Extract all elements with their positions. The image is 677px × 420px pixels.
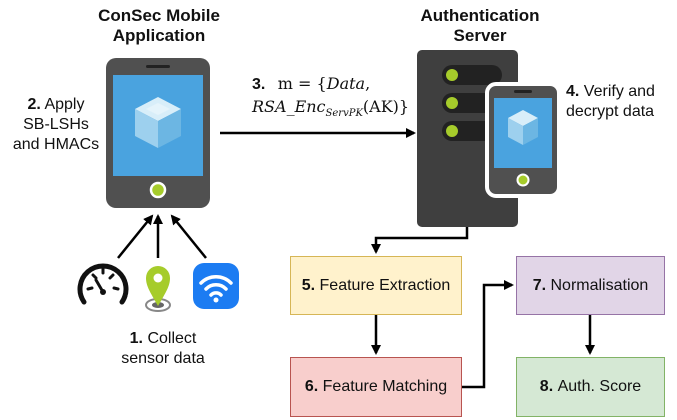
feature-matching-box: 6. Feature Matching (290, 357, 462, 417)
step-4-number: 4. (566, 83, 580, 100)
auth-score-number: 8. (539, 378, 554, 395)
cube-icon (135, 97, 181, 148)
arrow-to-normalisation (462, 280, 514, 389)
normalisation-box: 7. Normalisation (516, 256, 665, 315)
server-phone-icon (485, 82, 561, 198)
step-4-text2: decrypt data (566, 103, 655, 120)
normalisation-label: Normalisation (550, 276, 649, 294)
feature-matching-number: 6. (304, 378, 319, 395)
step-3-math-var: Data (326, 74, 366, 93)
step-2-text2: SB-LSHs (23, 116, 89, 133)
step-4-label: 4. Verify and decrypt data (566, 82, 674, 122)
server-title: Authentication Server (395, 6, 565, 46)
app-title: ConSec Mobile Application (78, 6, 240, 46)
step-3-math-comma: , (365, 74, 371, 93)
step-1-label: 1. Collect sensor data (108, 329, 218, 369)
step-4-text1: Verify and (583, 83, 655, 100)
location-pin-icon (145, 266, 171, 312)
speedometer-icon (77, 263, 129, 305)
app-title-line1: ConSec Mobile (98, 6, 220, 25)
normalisation-number: 7. (532, 276, 547, 294)
step-3-math-prefix: m = { (277, 74, 327, 93)
step-2-text1: Apply (44, 96, 85, 113)
auth-score-label: Auth. Score (557, 378, 642, 395)
step-3-number: 3. (252, 76, 266, 93)
wifi-icon (193, 263, 239, 309)
arrow-to-feature-extraction (371, 227, 469, 254)
step-2-text3: and HMACs (12, 136, 100, 153)
arrow-wifi (170, 214, 207, 259)
feature-extraction-number: 5. (301, 276, 316, 294)
step-3-label: 3. m = {Data, RSA_EncServPK(AK)} (252, 74, 432, 124)
step-1-number: 1. (129, 330, 143, 347)
server-title-line1: Authentication (420, 6, 540, 25)
step-1-text1: Collect (147, 330, 197, 347)
mobile-phone-icon (106, 58, 210, 208)
step-1-text2: sensor data (121, 350, 205, 367)
server-title-line2: Server (453, 26, 507, 45)
step-3-math-function: RSA_Enc (252, 97, 326, 116)
step-3-math-subscript: ServPK (325, 108, 363, 120)
app-title-line2: Application (112, 26, 206, 45)
feature-extraction-label: Feature Extraction (319, 276, 451, 294)
feature-extraction-box: 5. Feature Extraction (290, 256, 462, 315)
auth-score-box: 8. Auth. Score (516, 357, 665, 417)
feature-matching-label: Feature Matching (322, 378, 448, 395)
arrow-speedometer (117, 214, 154, 259)
step-2-number: 2. (27, 96, 41, 113)
step-2-label: 2. Apply SB-LSHs and HMACs (8, 95, 104, 155)
step-3-math-argument: (AK)} (362, 97, 410, 116)
